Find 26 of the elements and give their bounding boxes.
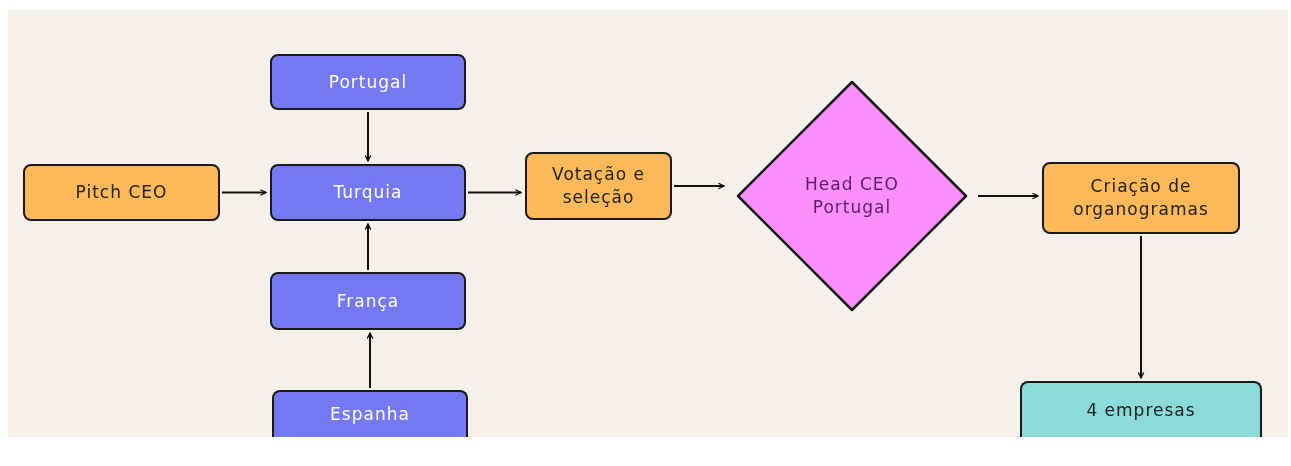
arrow <box>366 332 374 389</box>
process-box <box>23 164 220 221</box>
node-label: Votação e seleção <box>551 163 646 209</box>
process-box <box>270 272 466 330</box>
arrow <box>1137 235 1145 379</box>
node-label: Pitch CEO <box>75 181 168 204</box>
arrow <box>467 189 522 196</box>
node-label: 4 empresas <box>1086 398 1196 422</box>
arrow <box>221 189 267 196</box>
node-label: França <box>336 289 400 313</box>
process-box <box>270 54 466 110</box>
process-box <box>272 390 468 437</box>
decision-diamond <box>734 78 970 314</box>
process-box <box>270 164 466 221</box>
node-label: Turquia <box>333 181 403 204</box>
node-label: Head CEO Portugal <box>804 173 900 219</box>
process-box <box>1020 381 1262 437</box>
arrow <box>977 192 1039 200</box>
arrow <box>364 223 372 271</box>
node-label: Espanha <box>330 403 410 426</box>
process-box <box>1042 162 1240 234</box>
node-label: Criação de organogramas <box>1072 175 1210 221</box>
node-label: Portugal <box>328 70 408 94</box>
arrow <box>364 111 372 162</box>
process-box <box>525 152 672 220</box>
arrow <box>673 182 725 190</box>
